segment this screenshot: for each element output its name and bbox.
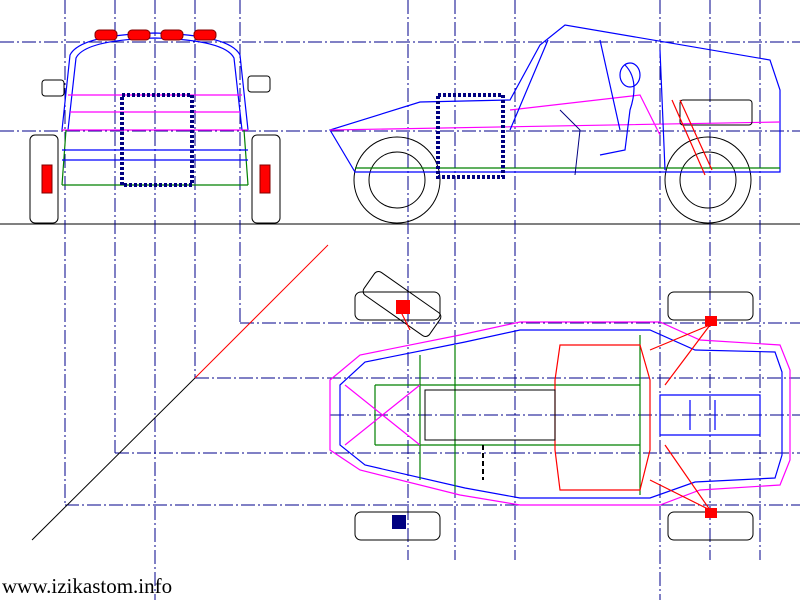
top-view — [329, 271, 791, 541]
website-watermark: www.izikastom.info — [2, 574, 173, 598]
projection-diagonal-black — [31, 377, 196, 541]
projection-diagonal-red — [194, 244, 329, 379]
front-view — [29, 29, 281, 224]
side-view — [329, 24, 781, 224]
